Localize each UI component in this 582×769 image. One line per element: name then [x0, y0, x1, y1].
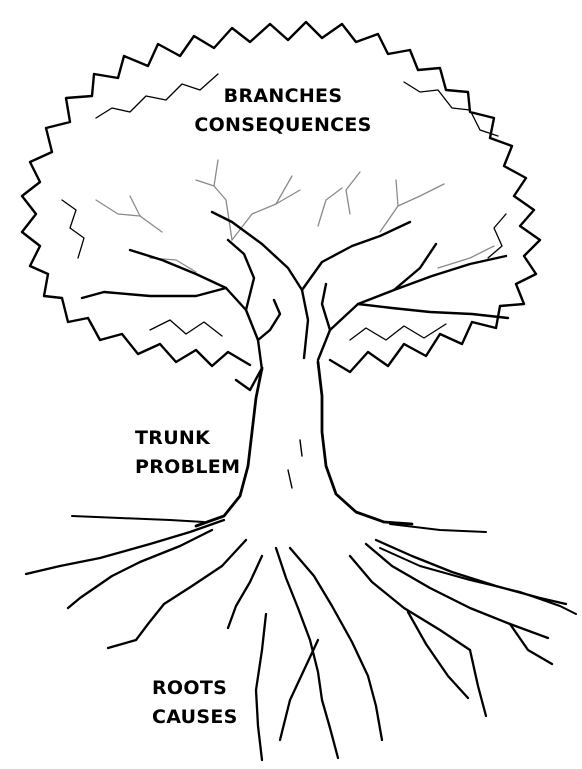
ground	[71, 515, 577, 615]
trunk	[194, 360, 414, 528]
trunk-label-line1: TRUNK	[135, 427, 211, 449]
branches-label-line2: CONSEQUENCES	[194, 114, 372, 136]
roots-label-line2: CAUSES	[152, 706, 238, 728]
trunk-problem-label: TRUNK PROBLEM	[135, 424, 240, 482]
canopy-inner-outline	[61, 73, 507, 341]
roots-causes-label: ROOTS CAUSES	[152, 674, 238, 732]
roots	[24, 518, 568, 762]
trunk-label-line2: PROBLEM	[135, 456, 241, 478]
branches-consequences-label: BRANCHES CONSEQUENCES	[0, 82, 566, 140]
canopy-outline	[20, 20, 542, 392]
branch-twigs	[95, 159, 495, 273]
roots-label-line1: ROOTS	[152, 677, 228, 699]
branches	[80, 210, 510, 372]
branches-label-line1: BRANCHES	[223, 85, 343, 107]
